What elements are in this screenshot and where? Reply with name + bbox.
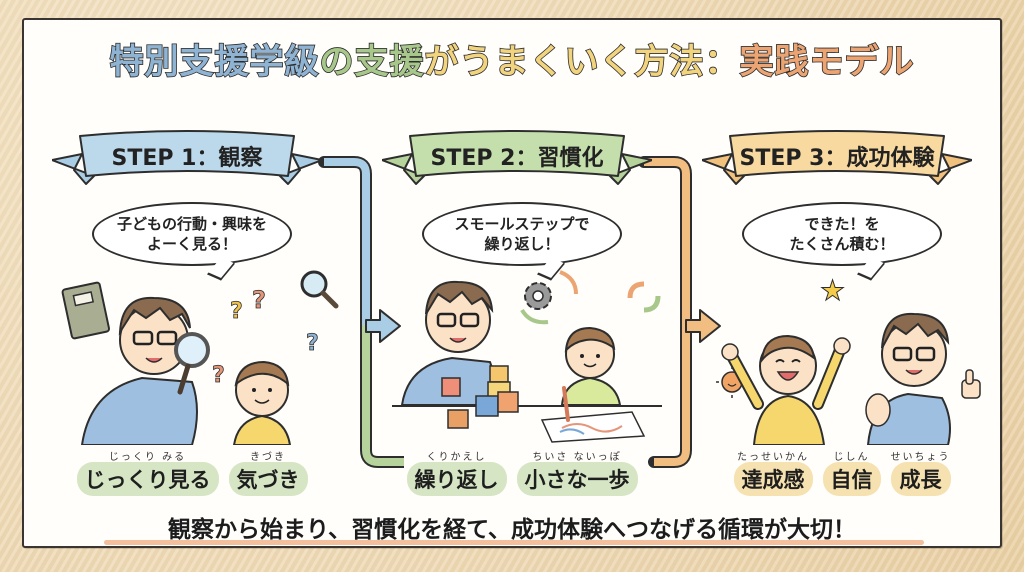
title-part-1: 特別支援学級 bbox=[109, 41, 320, 83]
step3-keywords: たっせいかん 達成感 じしん 自信 せいちょう 成長 bbox=[692, 448, 992, 496]
keyword-kizuki: きづき 気づき bbox=[228, 448, 308, 496]
keyword-jishin: じしん 自信 bbox=[822, 448, 881, 496]
cycle-arrow-icon bbox=[520, 308, 549, 325]
child-figure bbox=[232, 360, 292, 445]
step3-ribbon: STEP 3：成功体験 bbox=[702, 130, 972, 190]
title-part-4: 実践モデル bbox=[739, 41, 915, 83]
step1-bubble-line1: 子どもの行動・興味を bbox=[116, 214, 267, 233]
keyword-seichou: せいちょう 成長 bbox=[890, 448, 951, 496]
keyword-ruby: くりかえし bbox=[426, 452, 487, 463]
step3-label: STEP 3：成功体験 bbox=[739, 146, 935, 171]
keyword-word: 繰り返し bbox=[406, 462, 507, 496]
keyword-ruby: ちいさ ないっぽ bbox=[532, 452, 622, 463]
step2-illustration bbox=[372, 270, 672, 445]
keyword-word: 小さな一歩 bbox=[516, 462, 638, 496]
star-icon: ★ bbox=[820, 274, 845, 307]
child-figure bbox=[560, 326, 622, 406]
keyword-ruby: せいちょう bbox=[890, 452, 951, 463]
question-mark-icon: ? bbox=[230, 299, 243, 324]
step1-illustration: ? ? ? ? bbox=[42, 270, 342, 445]
question-mark-icon: ? bbox=[252, 286, 266, 314]
step2-panel: STEP 2：習慣化 スモールステップで 繰り返し！ bbox=[372, 130, 672, 500]
teacher-figure bbox=[80, 296, 210, 445]
step1-keywords: じっくり みる じっくり見る きづき 気づき bbox=[42, 448, 342, 496]
step1-label: STEP 1：観察 bbox=[111, 146, 263, 171]
page-title: 特別支援学級の支援がうまくいく方法：実践モデル bbox=[24, 34, 1000, 83]
keyword-ruby: じしん bbox=[833, 452, 870, 463]
title-part-2: の支援 bbox=[319, 41, 425, 83]
step2-label: STEP 2：習慣化 bbox=[430, 146, 604, 171]
step3-bubble-line1: できた！を bbox=[804, 214, 880, 233]
step2-bubble-line2: 繰り返し！ bbox=[484, 235, 560, 253]
keyword-jikkuri-miru: じっくり みる じっくり見る bbox=[76, 448, 219, 496]
keyword-ruby: きづき bbox=[250, 452, 286, 463]
poster-frame: 特別支援学級の支援がうまくいく方法：実践モデル STEP 1：観察 子どもの行動… bbox=[22, 18, 1002, 548]
keyword-word: 自信 bbox=[822, 462, 881, 496]
question-mark-icon: ? bbox=[212, 363, 225, 388]
step3-bubble-line2: たくさん積む！ bbox=[789, 235, 895, 253]
step1-ribbon: STEP 1：観察 bbox=[52, 130, 322, 190]
title-part-3: がうまくいく方法： bbox=[424, 41, 740, 83]
step3-panel: STEP 3：成功体験 できた！を たくさん積む！ ★ bbox=[692, 130, 992, 500]
cycle-arrows-icon bbox=[627, 281, 661, 313]
step2-bubble-line1: スモールステップで bbox=[454, 214, 590, 233]
cycle-arrow-icon bbox=[559, 270, 578, 295]
step3-illustration: ★ ★ bbox=[692, 270, 992, 445]
keyword-tasseikan: たっせいかん 達成感 bbox=[733, 448, 813, 496]
teacher-figure bbox=[865, 312, 951, 445]
step1-bubble-line2: よーく見る！ bbox=[146, 235, 237, 253]
step2-keywords: くりかえし 繰り返し ちいさ ないっぽ 小さな一歩 bbox=[372, 448, 672, 496]
connector-step2-to-step3 bbox=[638, 156, 721, 468]
keyword-word: 成長 bbox=[890, 462, 951, 496]
drawing-icon bbox=[540, 386, 646, 443]
summary-text: 観察から始まり、習慣化を経て、成功体験へつなげる循環が大切！ bbox=[168, 517, 856, 543]
teacher-figure bbox=[400, 280, 496, 406]
step1-speech-bubble: 子どもの行動・興味を よーく見る！ bbox=[92, 202, 292, 266]
step2-speech-bubble: スモールステップで 繰り返し！ bbox=[422, 202, 622, 266]
keyword-ruby: たっせいかん bbox=[737, 452, 809, 463]
keyword-word: 達成感 bbox=[733, 462, 813, 496]
question-mark-icon: ? bbox=[306, 331, 319, 356]
magnifier-icon bbox=[300, 270, 339, 309]
keyword-word: 気づき bbox=[228, 462, 308, 496]
keyword-chiisana-ippo: ちいさ ないっぽ 小さな一歩 bbox=[516, 448, 638, 496]
step2-ribbon: STEP 2：習慣化 bbox=[382, 130, 652, 190]
notebook-icon bbox=[61, 281, 111, 340]
keyword-ruby: じっくり みる bbox=[108, 452, 187, 463]
child-figure bbox=[721, 334, 851, 445]
gear-icon bbox=[524, 282, 552, 310]
keyword-kurikaeshi: くりかえし 繰り返し bbox=[406, 448, 507, 496]
step3-speech-bubble: できた！を たくさん積む！ bbox=[742, 202, 942, 266]
connector-step1-to-step2 bbox=[318, 156, 404, 468]
thumbs-up-icon bbox=[961, 369, 981, 399]
keyword-word: じっくり見る bbox=[76, 462, 219, 496]
summary-underline bbox=[104, 540, 924, 545]
step1-panel: STEP 1：観察 子どもの行動・興味を よーく見る！ bbox=[42, 130, 342, 500]
